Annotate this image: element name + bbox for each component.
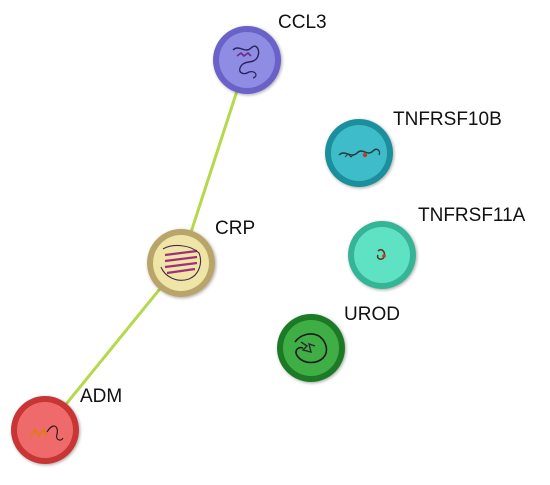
node-tnfrsf11a-label: TNFRSF11A [418,205,526,226]
nodes-layer: CCL3 TNFRSF10B CRP [11,12,526,464]
node-tnfrsf10b-inner [331,125,387,181]
node-tnfrsf11a[interactable]: TNFRSF11A [348,205,526,289]
tnfrsf11a-protein-structure-icon [376,248,386,260]
node-adm-inner [17,402,73,458]
edge-crp-adm[interactable] [43,261,183,432]
edges-layer [43,58,249,432]
adm-protein-structure-icon [30,425,64,441]
node-tnfrsf10b-label: TNFRSF10B [393,109,502,130]
node-crp-inner [153,235,209,291]
node-ccl3-inner [219,32,275,88]
node-tnfrsf11a-inner [354,227,410,283]
node-tnfrsf10b[interactable]: TNFRSF10B [325,109,502,187]
node-ccl3[interactable]: CCL3 [213,12,327,94]
node-ccl3-label: CCL3 [278,12,327,33]
node-crp[interactable]: CRP [147,218,255,297]
tnfrsf10b-protein-structure-icon [338,148,381,158]
node-urod-label: UROD [344,304,400,325]
node-adm-label: ADM [80,386,122,407]
ccl3-protein-structure-icon [232,45,260,79]
node-urod[interactable]: UROD [277,304,400,382]
crp-protein-structure-icon [160,244,202,281]
node-adm[interactable]: ADM [11,386,122,464]
edge-ccl3-crp[interactable] [179,58,249,265]
node-urod-inner [283,320,339,376]
node-crp-label: CRP [215,218,255,239]
urod-protein-structure-icon [294,333,328,364]
